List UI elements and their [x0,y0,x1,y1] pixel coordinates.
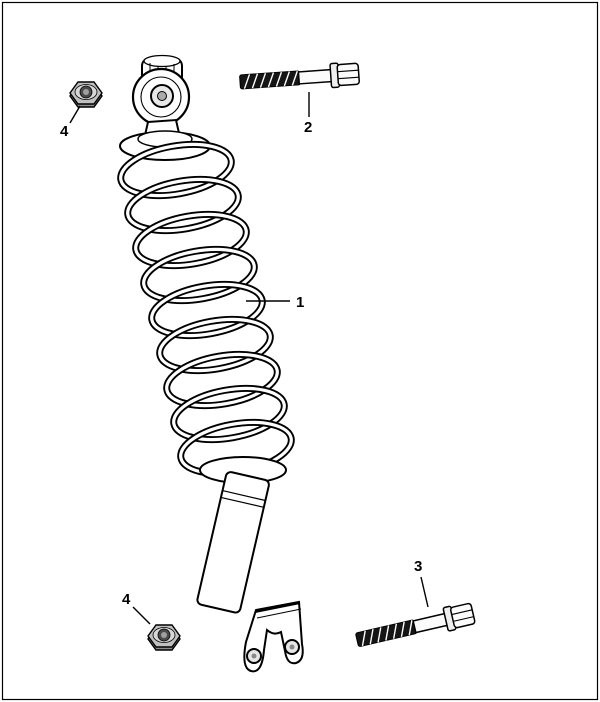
clevis-fork [243,600,304,673]
callout-label-lower-bolt: 3 [414,558,422,575]
callout-label-upper-nut: 4 [60,123,69,140]
shock-absorber-illustration [117,54,304,673]
callout-label-upper-bolt: 2 [304,119,312,136]
upper-mount-bolt-illustration [238,60,361,95]
callout-label-lower-nut: 4 [122,591,131,608]
coil-spring [117,140,295,478]
leader-line-lower-nut [132,606,151,625]
upper-flange-nut-illustration [69,81,103,108]
lower-mount-bolt-illustration [353,600,477,653]
eye-mount [131,67,191,127]
damper-body [196,471,270,614]
lower-flange-nut-illustration [147,624,181,651]
leader-line-lower-bolt [420,576,429,608]
callout-label-shock: 1 [296,294,304,311]
leader-line-upper-nut [69,105,81,124]
